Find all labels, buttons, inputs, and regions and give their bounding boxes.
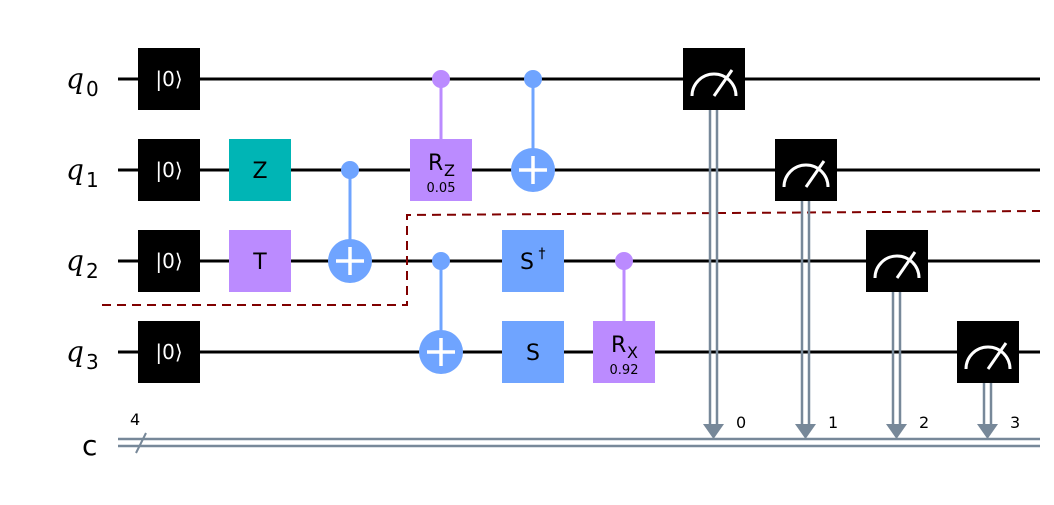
- measure-q0[interactable]: 0: [683, 48, 746, 439]
- arrow-down-icon: [977, 424, 998, 439]
- reset-gate-q3[interactable]: |0⟩: [138, 321, 200, 383]
- controlled-rx-gate[interactable]: R X 0.92: [593, 252, 655, 383]
- svg-text:q: q: [66, 335, 84, 368]
- measure-target-1: 1: [828, 413, 838, 432]
- svg-text:S: S: [520, 250, 534, 275]
- meter-icon: [782, 163, 830, 188]
- svg-text:1: 1: [86, 168, 99, 192]
- classical-register-label: c: [82, 429, 97, 462]
- arrow-down-icon: [703, 424, 724, 439]
- arrow-down-icon: [886, 424, 907, 439]
- cnot-q2-q3[interactable]: [419, 252, 463, 374]
- cnot-q1-q2[interactable]: [328, 161, 372, 283]
- svg-text:Z: Z: [444, 161, 455, 180]
- cnot-q0-q1[interactable]: [511, 70, 555, 192]
- barrier: [102, 210, 1041, 306]
- reset-gate-q2[interactable]: |0⟩: [138, 230, 200, 292]
- z-gate[interactable]: Z: [229, 139, 291, 201]
- svg-text:q: q: [66, 244, 84, 277]
- svg-text:0.92: 0.92: [610, 363, 639, 378]
- svg-text:|0⟩: |0⟩: [155, 67, 182, 91]
- measure-q3[interactable]: 3: [957, 321, 1020, 439]
- reset-gate-q1[interactable]: |0⟩: [138, 139, 200, 201]
- measure-target-3: 3: [1010, 413, 1020, 432]
- svg-text:|0⟩: |0⟩: [155, 158, 182, 182]
- svg-text:R: R: [611, 333, 626, 358]
- svg-text:X: X: [627, 343, 638, 362]
- classical-wire: [118, 432, 1040, 454]
- svg-text:R: R: [428, 151, 443, 176]
- qubit-label-1: q 1: [66, 153, 99, 192]
- measure-q1[interactable]: 1: [775, 139, 838, 439]
- qubit-label-0: q 0: [66, 62, 99, 101]
- svg-text:3: 3: [86, 350, 99, 374]
- svg-text:q: q: [66, 62, 84, 95]
- t-gate[interactable]: T: [229, 230, 291, 292]
- control-dot: [432, 252, 450, 270]
- s-gate[interactable]: S: [502, 321, 564, 383]
- meter-icon: [873, 254, 921, 279]
- svg-text:q: q: [66, 153, 84, 186]
- meter-icon: [690, 72, 738, 97]
- svg-text:T: T: [252, 250, 267, 275]
- sdg-gate[interactable]: S †: [502, 230, 564, 292]
- qubit-label-3: q 3: [66, 335, 99, 374]
- measure-target-2: 2: [919, 413, 929, 432]
- arrow-down-icon: [795, 424, 816, 439]
- svg-text:S: S: [526, 341, 540, 366]
- control-dot: [615, 252, 633, 270]
- control-dot: [524, 70, 542, 88]
- svg-text:|0⟩: |0⟩: [155, 249, 182, 273]
- reset-gate-q0[interactable]: |0⟩: [138, 48, 200, 110]
- controlled-rz-gate[interactable]: R Z 0.05: [410, 70, 472, 201]
- svg-text:Z: Z: [252, 159, 267, 184]
- qubit-label-2: q 2: [66, 244, 99, 283]
- svg-text:|0⟩: |0⟩: [155, 340, 182, 364]
- svg-text:†: †: [539, 246, 546, 262]
- svg-text:0.05: 0.05: [427, 181, 456, 196]
- control-dot: [432, 70, 450, 88]
- measure-target-0: 0: [736, 413, 746, 432]
- meter-icon: [964, 345, 1012, 370]
- control-dot: [341, 161, 359, 179]
- svg-text:0: 0: [86, 77, 99, 101]
- measure-q2[interactable]: 2: [866, 230, 929, 439]
- svg-text:2: 2: [86, 259, 99, 283]
- classical-register-size: 4: [130, 410, 140, 429]
